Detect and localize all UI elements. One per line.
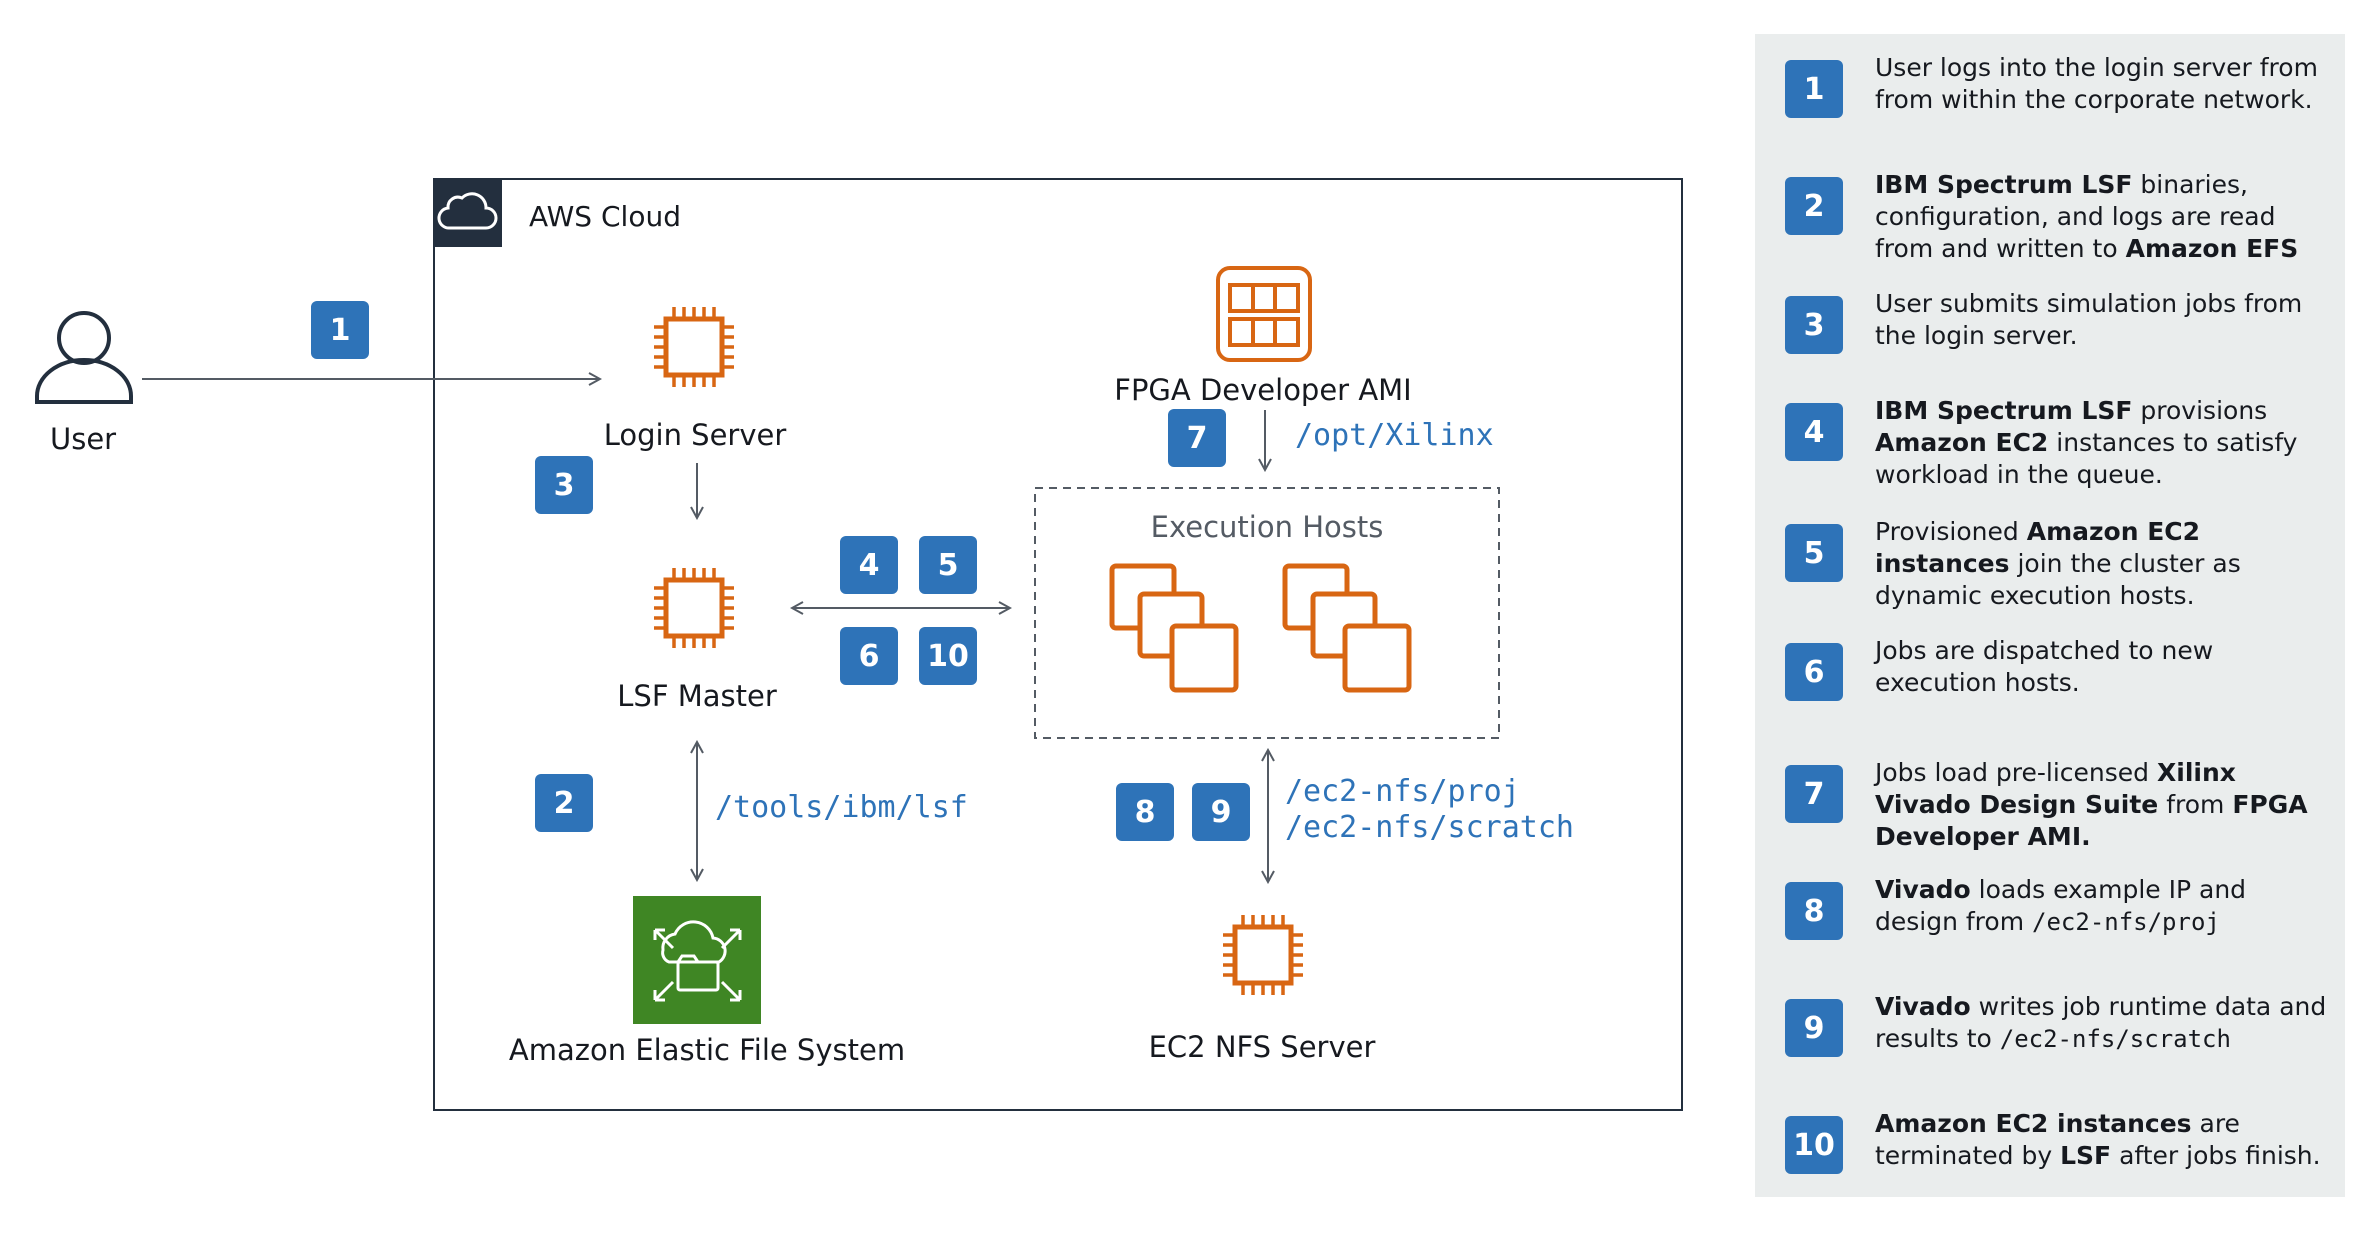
lsf-master-ec2-chip-icon bbox=[654, 568, 734, 648]
legend-text-7: Jobs load pre-licensed Xilinx Vivado Des… bbox=[1875, 758, 2308, 851]
legend-text-9: Vivado writes job runtime data and resul… bbox=[1875, 992, 2327, 1053]
legend-text-1: User logs into the login server from fro… bbox=[1875, 53, 2318, 114]
user-icon bbox=[35, 311, 133, 404]
legend-text-4: IBM Spectrum LSF provisions Amazon EC2 i… bbox=[1875, 396, 2298, 489]
legend-panel bbox=[1755, 34, 2345, 1197]
step-badge-4: 4 bbox=[840, 536, 898, 594]
legend-badge-6: 6 bbox=[1785, 643, 1843, 701]
legend-step-9: 9 Vivado writes job runtime data and resu… bbox=[1785, 992, 2345, 1119]
step-badge-3: 3 bbox=[535, 456, 593, 514]
login-server-label: Login Server bbox=[603, 418, 787, 452]
legend-badge-9: 9 bbox=[1785, 999, 1843, 1057]
lsf-master-label: LSF Master bbox=[617, 679, 777, 713]
legend-badge-3: 3 bbox=[1785, 296, 1843, 354]
nfs-server-ec2-chip-icon bbox=[1223, 915, 1303, 995]
efs-icon bbox=[633, 896, 761, 1024]
execution-hosts-label: Execution Hosts bbox=[1150, 510, 1384, 544]
proj-path-label: /ec2-nfs/proj bbox=[1285, 774, 1520, 809]
legend-text-10: Amazon EC2 instances are terminated by L… bbox=[1875, 1109, 2321, 1170]
login-server-ec2-chip-icon bbox=[654, 307, 734, 387]
aws-cloud-group bbox=[433, 178, 1683, 1111]
legend-step-7: 7 Jobs load pre-licensed Xilinx Vivado De… bbox=[1785, 758, 2345, 885]
aws-cloud-label: AWS Cloud bbox=[529, 200, 681, 233]
step-badge-5: 5 bbox=[919, 536, 977, 594]
legend-step-6: 6 Jobs are dispatched to new execution ho… bbox=[1785, 636, 2345, 763]
legend-step-4: 4 IBM Spectrum LSF provisions Amazon EC2 … bbox=[1785, 396, 2345, 523]
nfs-server-label: EC2 NFS Server bbox=[1148, 1030, 1376, 1064]
legend-badge-1: 1 bbox=[1785, 60, 1843, 118]
user-label: User bbox=[50, 422, 117, 456]
legend-text-5: Provisioned Amazon EC2 instances join th… bbox=[1875, 517, 2241, 610]
step-badge-9: 9 bbox=[1192, 783, 1250, 841]
legend-step-2: 2 IBM Spectrum LSF binaries, configuratio… bbox=[1785, 170, 2345, 297]
fpga-ami-label: FPGA Developer AMI bbox=[1114, 373, 1412, 407]
legend-badge-10: 10 bbox=[1785, 1116, 1843, 1174]
legend-badge-2: 2 bbox=[1785, 177, 1843, 235]
step-badge-6: 6 bbox=[840, 627, 898, 685]
aws-cloud-header bbox=[434, 179, 502, 247]
legend-badge-4: 4 bbox=[1785, 403, 1843, 461]
step-badge-2: 2 bbox=[535, 774, 593, 832]
legend-step-1: 1 User logs into the login server from fr… bbox=[1785, 53, 2345, 180]
legend-step-5: 5 Provisioned Amazon EC2 instances join t… bbox=[1785, 517, 2345, 644]
legend-text-8: Vivado loads example IP and design from … bbox=[1875, 875, 2247, 936]
cloud-icon bbox=[437, 192, 498, 230]
step-badge-1: 1 bbox=[311, 301, 369, 359]
xilinx-path-label: /opt/Xilinx bbox=[1295, 418, 1494, 453]
ami-icon bbox=[1216, 266, 1312, 362]
legend-badge-8: 8 bbox=[1785, 882, 1843, 940]
legend-badge-5: 5 bbox=[1785, 524, 1843, 582]
efs-label: Amazon Elastic File System bbox=[508, 1033, 906, 1067]
lsf-path-label: /tools/ibm/lsf bbox=[715, 790, 968, 825]
legend-text-3: User submits simulation jobs from the lo… bbox=[1875, 289, 2303, 350]
execution-hosts-group bbox=[1034, 487, 1500, 739]
step-badge-8: 8 bbox=[1116, 783, 1174, 841]
legend-step-3: 3 User submits simulation jobs from the l… bbox=[1785, 289, 2345, 416]
legend-text-2: IBM Spectrum LSF binaries, configuration… bbox=[1875, 170, 2299, 263]
scratch-path-label: /ec2-nfs/scratch bbox=[1285, 810, 1574, 845]
legend-step-8: 8 Vivado loads example IP and design from… bbox=[1785, 875, 2345, 1002]
legend-text-6: Jobs are dispatched to new execution hos… bbox=[1875, 636, 2214, 697]
legend-badge-7: 7 bbox=[1785, 765, 1843, 823]
legend-step-10: 10 Amazon EC2 instances are terminated by… bbox=[1785, 1109, 2345, 1236]
step-badge-10: 10 bbox=[919, 627, 977, 685]
step-badge-7: 7 bbox=[1168, 409, 1226, 467]
instances-icon bbox=[1112, 566, 1236, 690]
instances-icon bbox=[1285, 566, 1409, 690]
